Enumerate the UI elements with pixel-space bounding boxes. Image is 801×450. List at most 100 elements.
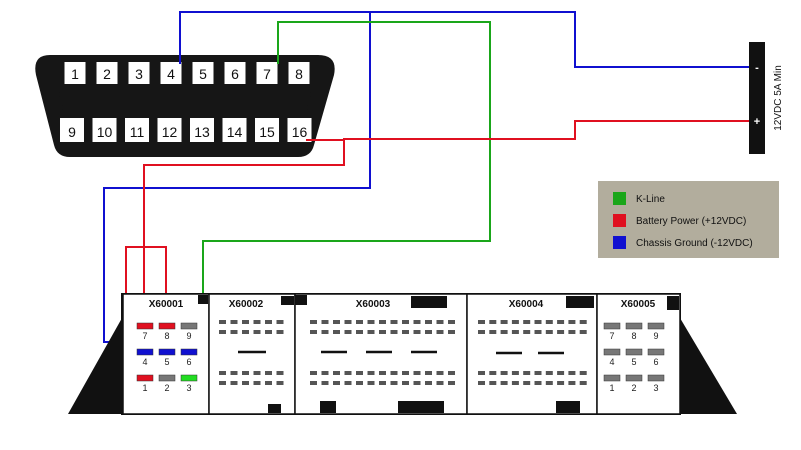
obd-pin-slot	[125, 118, 149, 142]
power-supply-label: 12VDC 5A Min	[773, 65, 784, 131]
obd-pin-slot	[64, 62, 86, 84]
ecu-pin	[276, 381, 284, 385]
connector-x60003: X60003	[294, 293, 468, 415]
ecu-pin	[436, 330, 444, 334]
ecu-pin	[321, 381, 329, 385]
ecu-pin	[253, 330, 261, 334]
obd-pin-number: 8	[295, 66, 303, 82]
ecu-pin	[568, 371, 576, 375]
x60002-key-top	[281, 296, 294, 305]
obd-pin-number: 12	[162, 124, 178, 140]
ecu-pin	[265, 320, 272, 324]
obd-pin-number: 4	[167, 66, 175, 82]
ecu-pin	[545, 330, 553, 334]
ecu-pin	[158, 374, 176, 382]
obd-pin-number: 1	[71, 66, 79, 82]
ecu-pin	[647, 322, 665, 330]
ecu-pin	[367, 320, 375, 324]
ecu-pin	[265, 371, 272, 375]
obd-pin-slot	[288, 62, 310, 84]
x60003-key-bottom-left	[320, 401, 336, 413]
ecu-pin	[500, 330, 508, 334]
supply-negative-label: -	[755, 62, 759, 74]
x60004-title: X60004	[509, 299, 544, 310]
ecu-pin	[448, 320, 455, 324]
ecu-pin	[534, 371, 542, 375]
ecu-pin	[425, 320, 432, 324]
legend-label: K-Line	[636, 194, 665, 205]
x60004-key-bottom	[556, 401, 580, 413]
ecu-pin	[489, 381, 497, 385]
ecu-pin	[136, 322, 154, 330]
ecu-pin	[253, 320, 261, 324]
ecu-pin	[436, 371, 444, 375]
ecu-pin	[478, 330, 485, 334]
ecu-pin	[625, 322, 643, 330]
ecu-pin	[545, 381, 553, 385]
ecu-pin	[413, 371, 421, 375]
ecu-pin	[402, 371, 409, 375]
ecu-pin-number: 6	[186, 357, 191, 367]
ecu-pin	[219, 371, 226, 375]
ecu-pin	[511, 330, 519, 334]
x60003-key-bottom-right	[398, 401, 444, 413]
ecu-pin	[253, 371, 261, 375]
obd-pin-slot	[92, 118, 117, 142]
obd-pin-number: 6	[231, 66, 239, 82]
x60004-key-top	[566, 296, 594, 308]
ecu-pin	[344, 330, 352, 334]
ecu-pin	[402, 330, 409, 334]
obd-pin-number: 14	[227, 124, 243, 140]
ecu-pin-number: 9	[186, 331, 191, 341]
ecu-pin	[333, 330, 340, 334]
ecu-pin	[489, 320, 497, 324]
ecu-pin-number: 5	[164, 357, 169, 367]
ecu-pin	[321, 371, 329, 375]
obd-pin-number: 7	[263, 66, 271, 82]
ecu-pin	[356, 330, 363, 334]
ecu-pin	[367, 381, 375, 385]
ecu-pin	[242, 320, 249, 324]
ecu-pin	[425, 381, 432, 385]
ecu-pin	[333, 381, 340, 385]
ecu-pin	[242, 330, 249, 334]
ecu-pin-number: 8	[164, 331, 169, 341]
x60003-key-right	[411, 296, 447, 308]
connector-x60004: X60004	[466, 293, 598, 415]
ecu-pin	[478, 381, 485, 385]
x60002-title: X60002	[229, 299, 264, 310]
power-supply-terminal	[749, 42, 765, 154]
ecu-pin	[448, 330, 455, 334]
ecu-pin-number: 3	[653, 383, 658, 393]
ecu-pin	[568, 381, 576, 385]
obd-pin-slot	[60, 118, 84, 142]
obd-pin-number: 16	[292, 124, 308, 140]
ecu-pin	[230, 371, 238, 375]
ecu-pin	[230, 381, 238, 385]
ecu-pin	[425, 330, 432, 334]
legend-label: Battery Power (+12VDC)	[636, 216, 746, 227]
legend-swatch	[613, 192, 626, 205]
ecu-right-flange	[680, 318, 737, 414]
ecu-pin	[310, 381, 317, 385]
obd-pin-number: 10	[97, 124, 113, 140]
ecu-pin	[579, 371, 587, 375]
ecu-pin	[367, 330, 375, 334]
ecu-pin	[568, 330, 576, 334]
ecu-pin-number: 3	[186, 383, 191, 393]
ecu-pin	[478, 371, 485, 375]
obd-pin-slot	[157, 118, 182, 142]
ecu-pin	[356, 320, 363, 324]
ecu-pin	[219, 381, 226, 385]
ecu-pin	[265, 330, 272, 334]
ecu-pin-number: 9	[653, 331, 658, 341]
ecu-pin	[579, 381, 587, 385]
obd-pin-slot	[192, 62, 214, 84]
ecu-pin	[534, 381, 542, 385]
ecu-pin	[489, 371, 497, 375]
ecu-pin	[230, 320, 238, 324]
ecu-pin	[310, 330, 317, 334]
